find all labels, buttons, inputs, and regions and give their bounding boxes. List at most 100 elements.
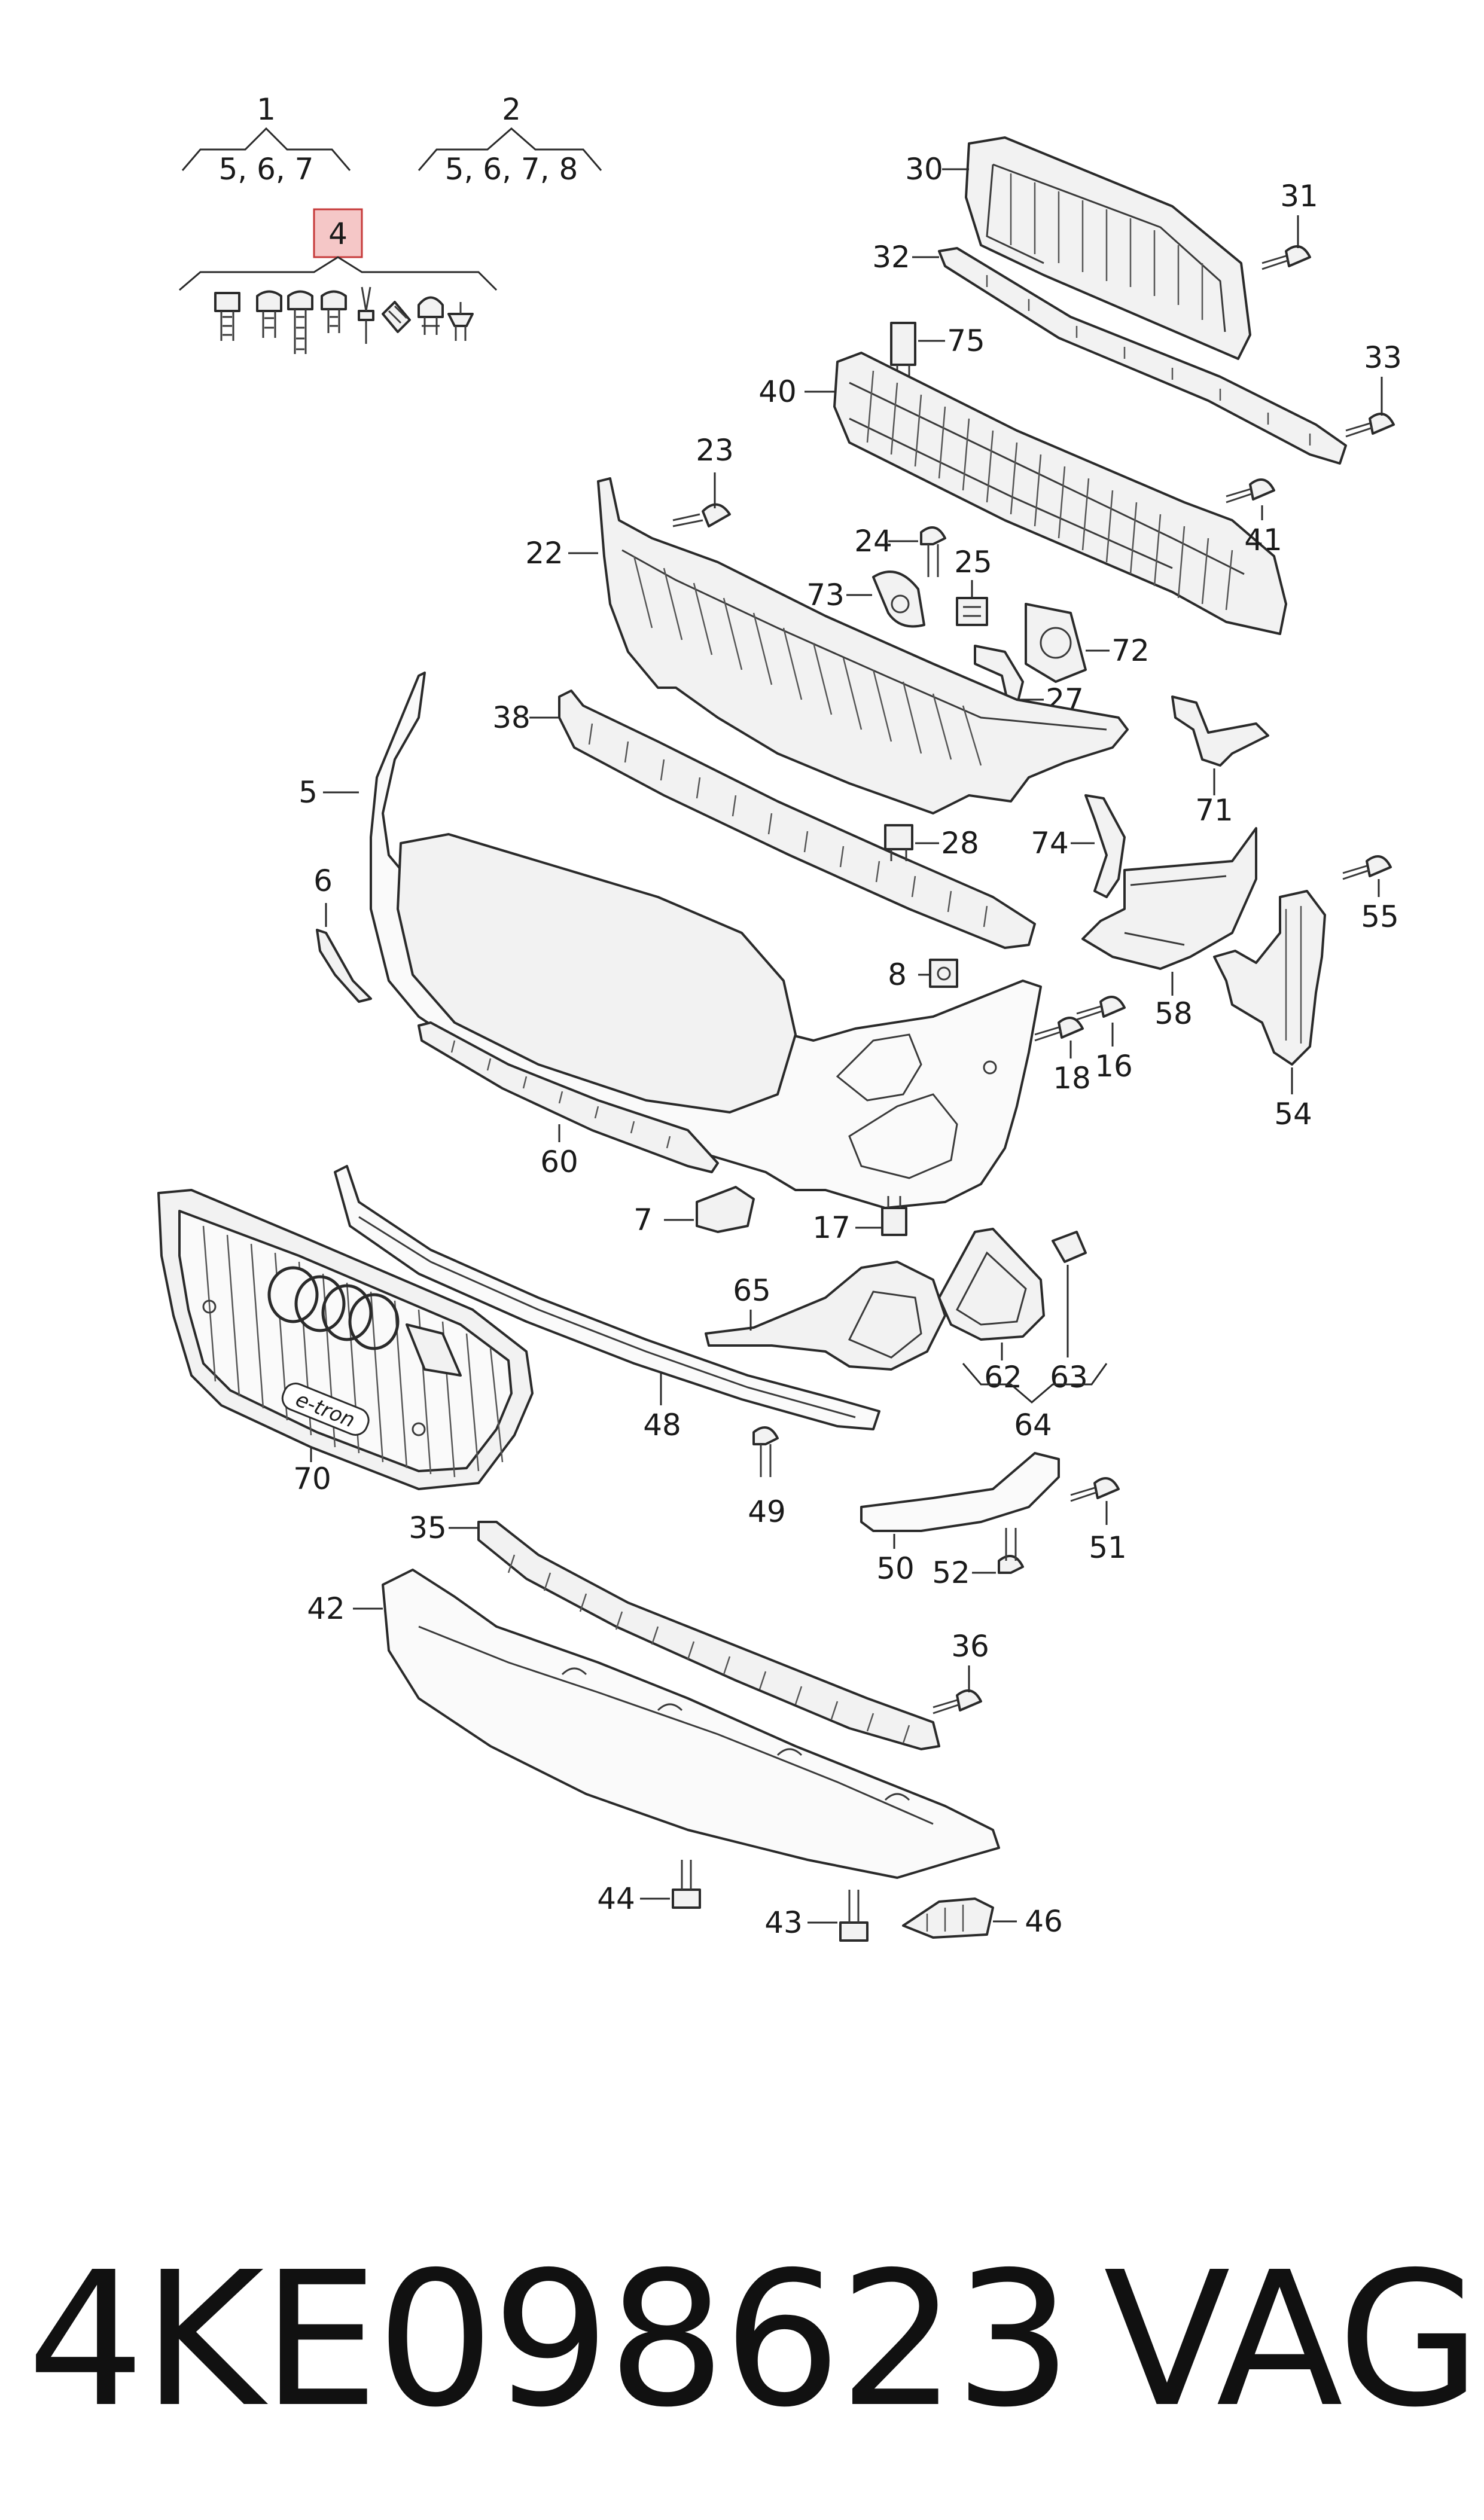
part-74-guide: 74	[1031, 794, 1126, 898]
part-73-cover: 73	[806, 570, 925, 628]
group-4-label: 4	[328, 216, 348, 251]
part-17-clip: 17	[812, 1196, 907, 1245]
group-1-label: 1	[257, 92, 276, 127]
part-65-side-trim: 65	[705, 1261, 946, 1371]
callout-72: 72	[1111, 633, 1150, 668]
part-22-bumper-carrier: 22	[525, 477, 1129, 814]
clip-icon	[358, 286, 374, 344]
part-43-screw: 43	[764, 1890, 869, 1942]
callout-22: 22	[525, 536, 563, 570]
callout-17: 17	[812, 1210, 851, 1245]
callout-43: 43	[764, 1905, 803, 1940]
group-1-items: 5, 6, 7	[218, 152, 313, 187]
callout-75: 75	[947, 324, 985, 358]
callout-46: 46	[1025, 1904, 1063, 1939]
part-number: 4KE098623	[27, 2232, 1070, 2448]
callout-7: 7	[633, 1203, 653, 1237]
part-5-bumper-cover: 5	[298, 672, 1042, 1209]
bolt-icon	[256, 290, 282, 338]
callout-49: 49	[748, 1494, 786, 1529]
callout-8: 8	[888, 957, 907, 992]
part-72-radar-sensor: 72	[1025, 603, 1150, 683]
group-2-label: 2	[502, 92, 521, 127]
part-6-trim: 6	[313, 864, 372, 1003]
part-55-screw: 55	[1342, 855, 1399, 934]
part-23-screw: 23	[672, 433, 734, 527]
part-46-cover: 46	[902, 1897, 1063, 1939]
group-1-bracket: 1 5, 6, 7	[181, 92, 351, 187]
callout-48: 48	[643, 1408, 681, 1442]
callout-33: 33	[1364, 340, 1402, 375]
callout-65: 65	[733, 1273, 771, 1308]
callout-25: 25	[954, 545, 992, 579]
callout-31: 31	[1280, 179, 1318, 213]
callout-51: 51	[1089, 1530, 1127, 1565]
callout-60: 60	[540, 1145, 578, 1179]
callout-70: 70	[293, 1462, 331, 1496]
group-64-label: 64	[1014, 1408, 1052, 1442]
callout-32: 32	[872, 240, 910, 274]
callout-74: 74	[1031, 826, 1069, 861]
part-71-bracket: 71	[1171, 695, 1269, 828]
group-4-bracket: 4	[179, 208, 498, 291]
clip-icon	[382, 301, 411, 333]
callout-63: 63	[1050, 1360, 1088, 1395]
part-48-trim-strip: 48	[334, 1165, 880, 1442]
part-35-spoiler-strip: 35	[409, 1511, 940, 1750]
group-64-bracket: 64	[962, 1363, 1108, 1442]
callout-16: 16	[1095, 1049, 1133, 1084]
callout-44: 44	[597, 1881, 635, 1916]
callout-28: 28	[941, 826, 979, 861]
callout-30: 30	[905, 152, 943, 187]
part-32-trim-strip: 32	[872, 240, 1347, 465]
callout-40: 40	[758, 374, 797, 409]
callout-42: 42	[307, 1591, 345, 1626]
part-75-sensor: 75	[890, 322, 985, 381]
callout-41: 41	[1244, 523, 1282, 557]
part-49-screw: 49	[748, 1426, 786, 1529]
bolt-icon	[214, 292, 240, 341]
part-63-clip: 63	[1050, 1231, 1088, 1395]
part-31-screw: 31	[1261, 179, 1318, 270]
part-7-cap: 7	[633, 1186, 755, 1237]
part-33-screw: 33	[1345, 340, 1402, 438]
callout-71: 71	[1195, 793, 1233, 828]
bolt-icon	[321, 290, 347, 333]
push-clip-icon	[447, 302, 474, 341]
part-70-radiator-grille: e-tron 70	[157, 1189, 534, 1496]
callout-23: 23	[696, 433, 734, 468]
part-41-screw: 41	[1226, 478, 1282, 557]
part-24-screw: 24	[854, 524, 946, 577]
callout-5: 5	[298, 775, 318, 810]
part-28-clip: 28	[884, 824, 979, 861]
group-2-items: 5, 6, 7, 8	[445, 152, 578, 187]
part-52-screw: 52	[932, 1528, 1024, 1590]
part-30-upper-frame: 30	[905, 136, 1251, 360]
part-16-screw: 16	[1076, 996, 1133, 1084]
callout-73: 73	[806, 578, 845, 612]
part-38-lower-reinforcement: 38	[492, 690, 1036, 949]
callout-36: 36	[951, 1629, 989, 1664]
part-58-bracket: 58	[1081, 827, 1257, 1031]
brand-name: VAG	[1104, 2232, 1479, 2448]
part-51-screw: 51	[1070, 1477, 1127, 1565]
part-40-lower-carrier: 40	[758, 352, 1287, 635]
callout-50: 50	[876, 1551, 915, 1586]
callout-6: 6	[313, 864, 333, 898]
callout-54: 54	[1274, 1097, 1312, 1131]
part-54-side-bracket: 54	[1213, 890, 1326, 1131]
part-60-lower-strip: 60	[418, 1021, 719, 1179]
brand-rings-logo	[267, 1266, 400, 1350]
group-4-fasteners	[214, 286, 474, 354]
part-8-clip: 8	[888, 957, 958, 992]
part-18-screw: 18	[1034, 1017, 1091, 1096]
callout-18: 18	[1053, 1061, 1091, 1096]
part-62-fog-frame: 62	[938, 1228, 1045, 1395]
callout-52: 52	[932, 1555, 970, 1590]
part-36-screw: 36	[933, 1629, 989, 1714]
callout-58: 58	[1154, 996, 1193, 1031]
group-2-bracket: 2 5, 6, 7, 8	[418, 92, 602, 187]
callout-55: 55	[1361, 899, 1399, 934]
rivet-icon	[418, 296, 444, 335]
